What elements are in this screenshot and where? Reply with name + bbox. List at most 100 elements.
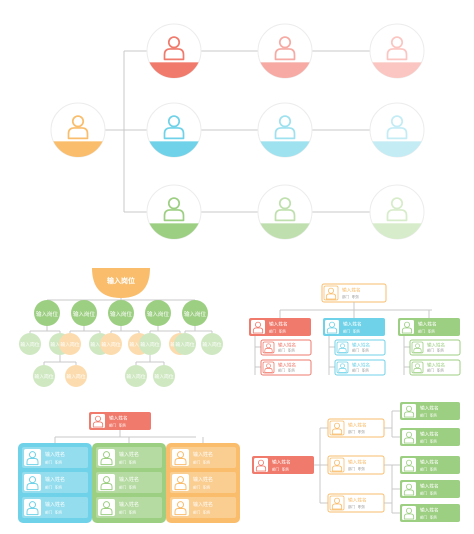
card-role-label: 职务: [288, 368, 296, 373]
level4-node: [65, 365, 87, 387]
avatar-color-band: [147, 223, 201, 239]
member-card: 输入姓名部门职务: [334, 339, 386, 356]
member-card: 输入姓名部门职务: [260, 339, 312, 356]
person-icon: [413, 363, 422, 373]
level3-label: 输入岗位: [101, 341, 120, 348]
person-icon: [163, 197, 185, 222]
card-name-label: 输入姓名: [418, 321, 437, 328]
person-icon-head: [406, 483, 412, 490]
member-card: 输入姓名部门职务: [400, 456, 460, 474]
card-dept-label: 部门: [45, 510, 53, 515]
level2-label: 输入岗位: [110, 310, 133, 318]
person-icon-body: [174, 508, 187, 516]
card-dept-label: 部门: [343, 328, 351, 333]
person-icon-body: [252, 327, 264, 334]
card-dept-label: 部门: [420, 490, 428, 495]
card-name-label: 输入姓名: [420, 483, 439, 490]
person-icon-head: [334, 497, 340, 504]
person-icon-body: [274, 48, 296, 61]
member-card: 输入姓名部门职务: [400, 504, 460, 522]
person-icon-body: [274, 209, 296, 222]
avatar-color-band: [258, 141, 312, 157]
level3-label: 输入岗位: [140, 341, 159, 348]
manager-card: 输入姓名部门职务: [327, 455, 385, 475]
card-role-label: 职务: [129, 460, 137, 465]
person-icon: [413, 343, 422, 353]
card-name-label: 输入姓名: [278, 361, 296, 368]
card-name-label: 输入姓名: [193, 476, 213, 483]
department-card: 输入姓名部门职务: [249, 318, 311, 336]
department-card: 输入姓名部门职务: [323, 318, 385, 336]
member-card: 输入姓名部门职务: [22, 497, 88, 518]
person-icon-body: [325, 293, 337, 300]
person-icon-head: [406, 405, 412, 412]
person-icon: [338, 343, 347, 353]
person-icon-head: [102, 476, 111, 484]
person-icon-body: [338, 348, 347, 353]
person-icon: [26, 501, 39, 516]
card-role-label: 职务: [430, 514, 438, 519]
level2-label: 输入岗位: [147, 310, 170, 318]
person-icon-body: [403, 465, 415, 472]
card-role-label: 职务: [437, 368, 445, 373]
card-dept-label: 部门: [342, 294, 350, 299]
level3-node: [201, 333, 223, 355]
avatar-level2: [257, 102, 313, 158]
member-card: 输入姓名部门职务: [170, 497, 236, 518]
person-icon-body: [92, 421, 104, 428]
avatar-level3: [369, 184, 425, 240]
card-name-label: 输入姓名: [420, 431, 439, 438]
level4-label: 输入岗位: [154, 373, 173, 380]
person-icon-head: [415, 363, 420, 369]
card-name-label: 输入姓名: [278, 341, 296, 348]
person-icon-body: [403, 437, 415, 444]
person-icon-body: [174, 458, 187, 466]
card-name-label: 输入姓名: [342, 287, 361, 294]
person-icon: [326, 321, 338, 334]
person-icon-body: [386, 48, 408, 61]
level3-label: 输入岗位: [60, 341, 79, 348]
member-card: 输入姓名部门职务: [400, 480, 460, 498]
level2-node: [108, 300, 134, 326]
person-icon-head: [167, 197, 181, 210]
person-icon: [386, 36, 408, 61]
card-role-label: 职务: [430, 466, 438, 471]
card-name-label: 输入姓名: [420, 507, 439, 514]
card-role-label: 职务: [362, 368, 370, 373]
root-card: 输入姓名部门职务: [252, 456, 314, 474]
card-name-label: 输入姓名: [352, 361, 370, 368]
person-icon-body: [403, 513, 415, 520]
person-icon-head: [102, 451, 111, 459]
card-dept-label: 部门: [348, 504, 356, 509]
manager-card: 输入姓名部门职务: [327, 493, 385, 513]
person-icon-body: [264, 368, 273, 373]
card-dept-label: 部门: [119, 510, 127, 515]
member-card: 输入姓名部门职务: [96, 447, 162, 468]
person-icon: [403, 483, 415, 496]
member-card: 输入姓名部门职务: [170, 472, 236, 493]
card-name-label: 输入姓名: [193, 451, 213, 458]
person-icon-head: [167, 115, 181, 128]
avatar-level2: [257, 23, 313, 79]
avatar-color-band: [147, 141, 201, 157]
card-name-label: 输入姓名: [119, 451, 139, 458]
person-icon: [174, 501, 187, 516]
card-role-label: 职务: [358, 504, 366, 509]
person-icon-head: [102, 501, 111, 509]
card-name-label: 输入姓名: [420, 459, 439, 466]
card-dept-label: 部门: [427, 348, 435, 353]
card-name-label: 输入姓名: [272, 459, 291, 466]
level3-label: 输入岗位: [20, 341, 39, 348]
card-dept-label: 部门: [348, 429, 356, 434]
person-icon-body: [403, 411, 415, 418]
avatar-color-band: [370, 62, 424, 78]
person-icon-head: [415, 343, 420, 349]
person-icon: [26, 476, 39, 491]
card-dept-label: 部门: [45, 485, 53, 490]
person-icon-body: [331, 428, 343, 435]
level4-label: 输入岗位: [126, 373, 145, 380]
level2-node: [34, 300, 60, 326]
member-card: 输入姓名部门职务: [409, 339, 461, 356]
person-icon-head: [266, 343, 271, 349]
level3-node: [174, 333, 196, 355]
